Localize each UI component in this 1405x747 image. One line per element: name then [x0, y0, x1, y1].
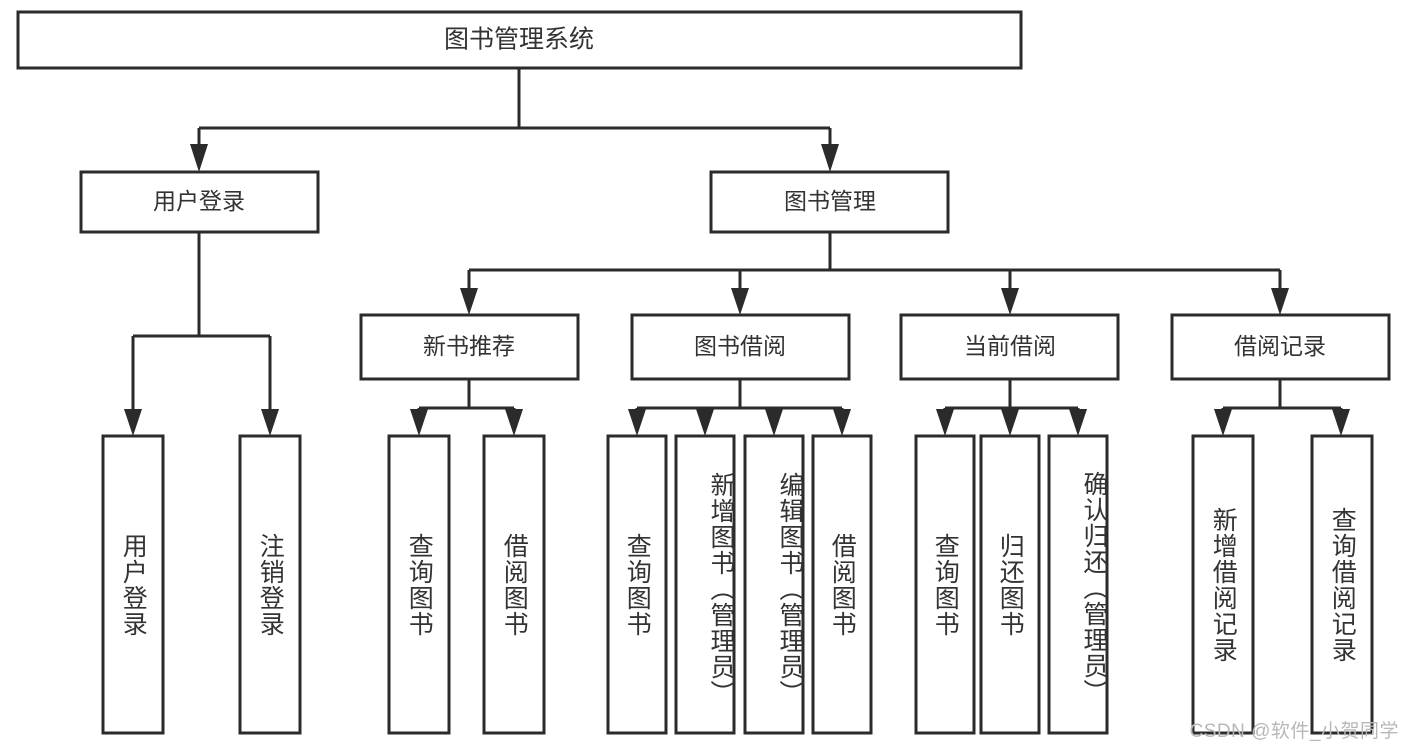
- connector-borrowrecord-to-leaves: [1214, 379, 1350, 436]
- node-leaf-rec-query[interactable]: [387, 434, 451, 735]
- node-borrow-record[interactable]: [1170, 313, 1391, 381]
- node-current-borrow-label: 当前借阅: [964, 333, 1056, 359]
- node-new-book-rec[interactable]: [359, 313, 580, 381]
- node-leaf-rec-search[interactable]: [1310, 434, 1374, 735]
- node-current-borrow[interactable]: [899, 313, 1120, 381]
- csdn-watermark: CSDN @软件_小贺同学: [1189, 721, 1399, 742]
- node-book-manage[interactable]: [709, 170, 950, 234]
- node-leaf-user-login[interactable]: [101, 434, 165, 735]
- node-leaf-cur-query[interactable]: [914, 434, 976, 735]
- node-leaf-borrow-add[interactable]: [674, 434, 736, 735]
- node-new-book-rec-label: 新书推荐: [423, 333, 515, 359]
- node-root-label: 图书管理系统: [444, 26, 594, 54]
- node-leaf-borrow-lend[interactable]: [811, 434, 873, 735]
- node-leaf-user-logout[interactable]: [238, 434, 302, 735]
- node-leaf-rec-add[interactable]: [1191, 434, 1255, 735]
- connector-bookborrow-to-leaves: [628, 379, 851, 436]
- connector-userlogin-to-leaves: [124, 232, 279, 436]
- node-user-login[interactable]: [79, 170, 320, 234]
- connector-root-to-level2: [190, 68, 839, 172]
- node-root[interactable]: [16, 10, 1023, 70]
- node-borrow-record-label: 借阅记录: [1234, 333, 1326, 359]
- node-book-borrow-label: 图书借阅: [694, 333, 786, 359]
- node-leaf-borrow-query[interactable]: [606, 434, 668, 735]
- node-leaf-cur-return[interactable]: [979, 434, 1041, 735]
- node-book-borrow[interactable]: [630, 313, 851, 381]
- connector-newbookrec-to-leaves: [410, 379, 523, 436]
- node-leaf-rec-borrow[interactable]: [482, 434, 546, 735]
- connector-bookmanage-to-level3: [460, 232, 1289, 315]
- node-leaf-borrow-edit[interactable]: [743, 434, 805, 735]
- node-book-manage-label: 图书管理: [784, 188, 876, 214]
- connector-currentborrow-to-leaves: [936, 379, 1087, 436]
- node-user-login-label: 用户登录: [153, 188, 245, 214]
- node-leaf-cur-confirm[interactable]: [1047, 434, 1109, 735]
